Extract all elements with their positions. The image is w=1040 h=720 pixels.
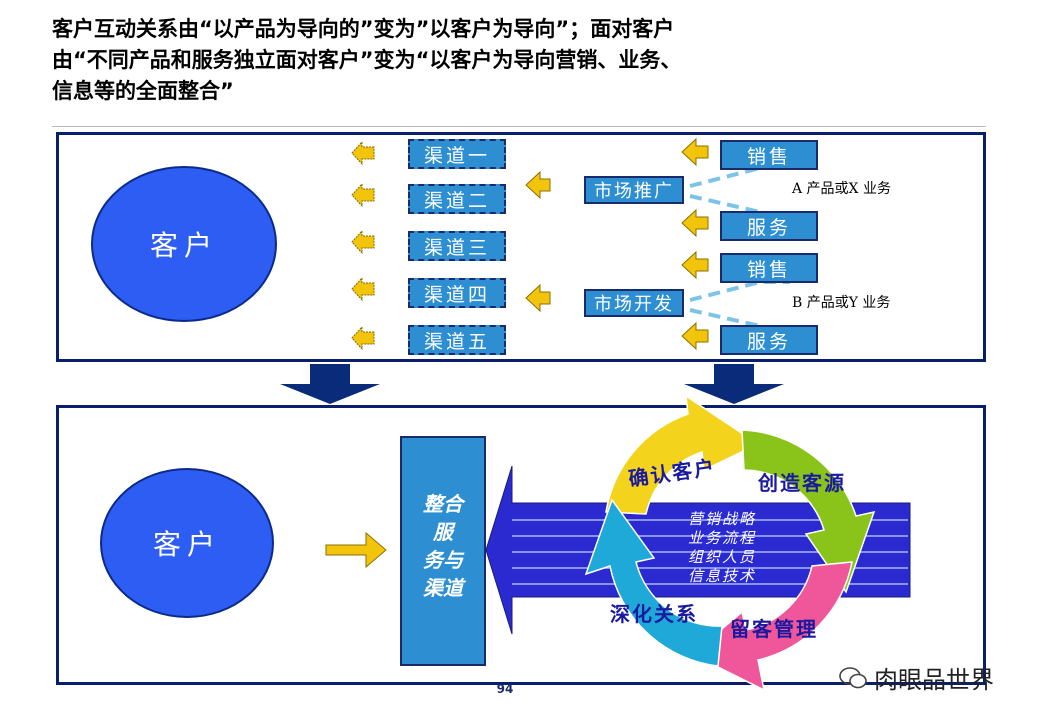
sales-box-2: 销售 (720, 253, 818, 283)
sales-box-2-label: 销售 (746, 258, 791, 281)
cycle-label-deepen: 深化关系 (610, 602, 698, 626)
sales-arrow-1 (681, 137, 709, 167)
title-line-1: 客户互动关系由“以产品为导向的”变为”以客户为导向”；面对客户 (52, 17, 675, 41)
channel-3-label: 渠道三 (423, 236, 490, 259)
channel-arrow-5 (351, 325, 375, 351)
channel-3: 渠道三 (408, 231, 506, 261)
title-line-2: 由“不同产品和服务独立面对客户”变为“以客户为导向营销、业务、 (52, 48, 682, 72)
market-to-channel-arrows (525, 170, 551, 313)
integrate-line-1: 整合 (423, 492, 463, 516)
product-dashed-lines (689, 166, 790, 328)
page-title: 客户互动关系由“以产品为导向的”变为”以客户为导向”；面对客户 由“不同产品和服… (52, 14, 912, 107)
watermark-text: 肉眼品世界 (874, 666, 994, 694)
service-arrow-2 (681, 321, 709, 351)
customer-label-bottom: 客户 (152, 528, 221, 561)
integrate-label: 整合 服 务与 渠道 (400, 490, 486, 602)
channel-5: 渠道五 (408, 325, 506, 355)
channel-arrow-3 (351, 229, 375, 255)
cycle-center-text: 营销战略 业务流程 组织人员 信息技术 (672, 510, 772, 586)
customer-label-top: 客户 (149, 229, 218, 262)
cycle-label-create: 创造客源 (758, 471, 846, 495)
channel-arrow-4 (351, 276, 375, 302)
sales-arrows (681, 137, 709, 351)
center-line-4: 信息技术 (687, 567, 756, 585)
channel-4-label: 渠道四 (423, 283, 490, 306)
integrate-to-customer-arrow (325, 531, 387, 569)
center-line-3: 组织人员 (687, 548, 756, 566)
cycle-segment-green (741, 429, 876, 594)
service-box-2-label: 服务 (746, 330, 791, 353)
channel-2: 渠道二 (408, 184, 506, 214)
channel-arrow-2 (351, 182, 375, 208)
channel-2-label: 渠道二 (423, 189, 490, 212)
channel-arrow-1 (351, 140, 375, 166)
channel-1-label: 渠道一 (423, 144, 490, 167)
service-arrow-1 (681, 208, 709, 238)
cycle-segment-cyan (584, 498, 723, 667)
market-box-1: 市场推广 (584, 176, 684, 204)
customer-ellipse-bottom: 客户 (100, 468, 274, 618)
cycle-label-retain: 留客管理 (730, 617, 818, 641)
market-box-2-label: 市场开发 (594, 294, 674, 315)
sales-box-1: 销售 (720, 140, 818, 170)
service-box-1-label: 服务 (746, 216, 791, 239)
title-rule (52, 126, 986, 127)
channel-1: 渠道一 (408, 139, 506, 169)
service-box-2: 服务 (720, 325, 818, 355)
down-arrows (280, 364, 784, 404)
channel-left-arrows (351, 140, 375, 351)
down-arrow-left (280, 364, 380, 404)
integrate-box (400, 436, 486, 666)
watermark: 肉眼品世界 (838, 660, 994, 695)
service-box-1: 服务 (720, 211, 818, 241)
product-label-1: A 产品或X 业务 (792, 181, 891, 197)
integrate-line-4: 渠道 (423, 576, 463, 600)
product-label-2: B 产品或Y 业务 (792, 295, 891, 311)
cycle-segment-yellow (605, 394, 760, 515)
cycle-segment-pink (690, 561, 853, 692)
page-number: 94 (496, 682, 514, 696)
sales-arrow-2 (681, 250, 709, 280)
cycle-ring (584, 394, 876, 692)
channel-4: 渠道四 (408, 278, 506, 308)
market-box-1-label: 市场推广 (594, 181, 674, 202)
title-line-3: 信息等的全面整合” (52, 79, 234, 103)
down-arrow-right (684, 364, 784, 404)
center-line-2: 业务流程 (687, 529, 756, 547)
market-arrow-1 (525, 170, 551, 200)
center-line-1: 营销战略 (687, 510, 756, 528)
sales-box-1-label: 销售 (746, 145, 791, 168)
integrate-line-2: 服 (433, 520, 453, 544)
integrate-line-3: 务与 (423, 548, 463, 572)
market-arrow-2 (525, 283, 551, 313)
market-box-2: 市场开发 (584, 289, 684, 317)
wechat-icon (839, 666, 867, 688)
customer-ellipse-top: 客户 (91, 166, 277, 322)
channel-5-label: 渠道五 (423, 330, 490, 353)
